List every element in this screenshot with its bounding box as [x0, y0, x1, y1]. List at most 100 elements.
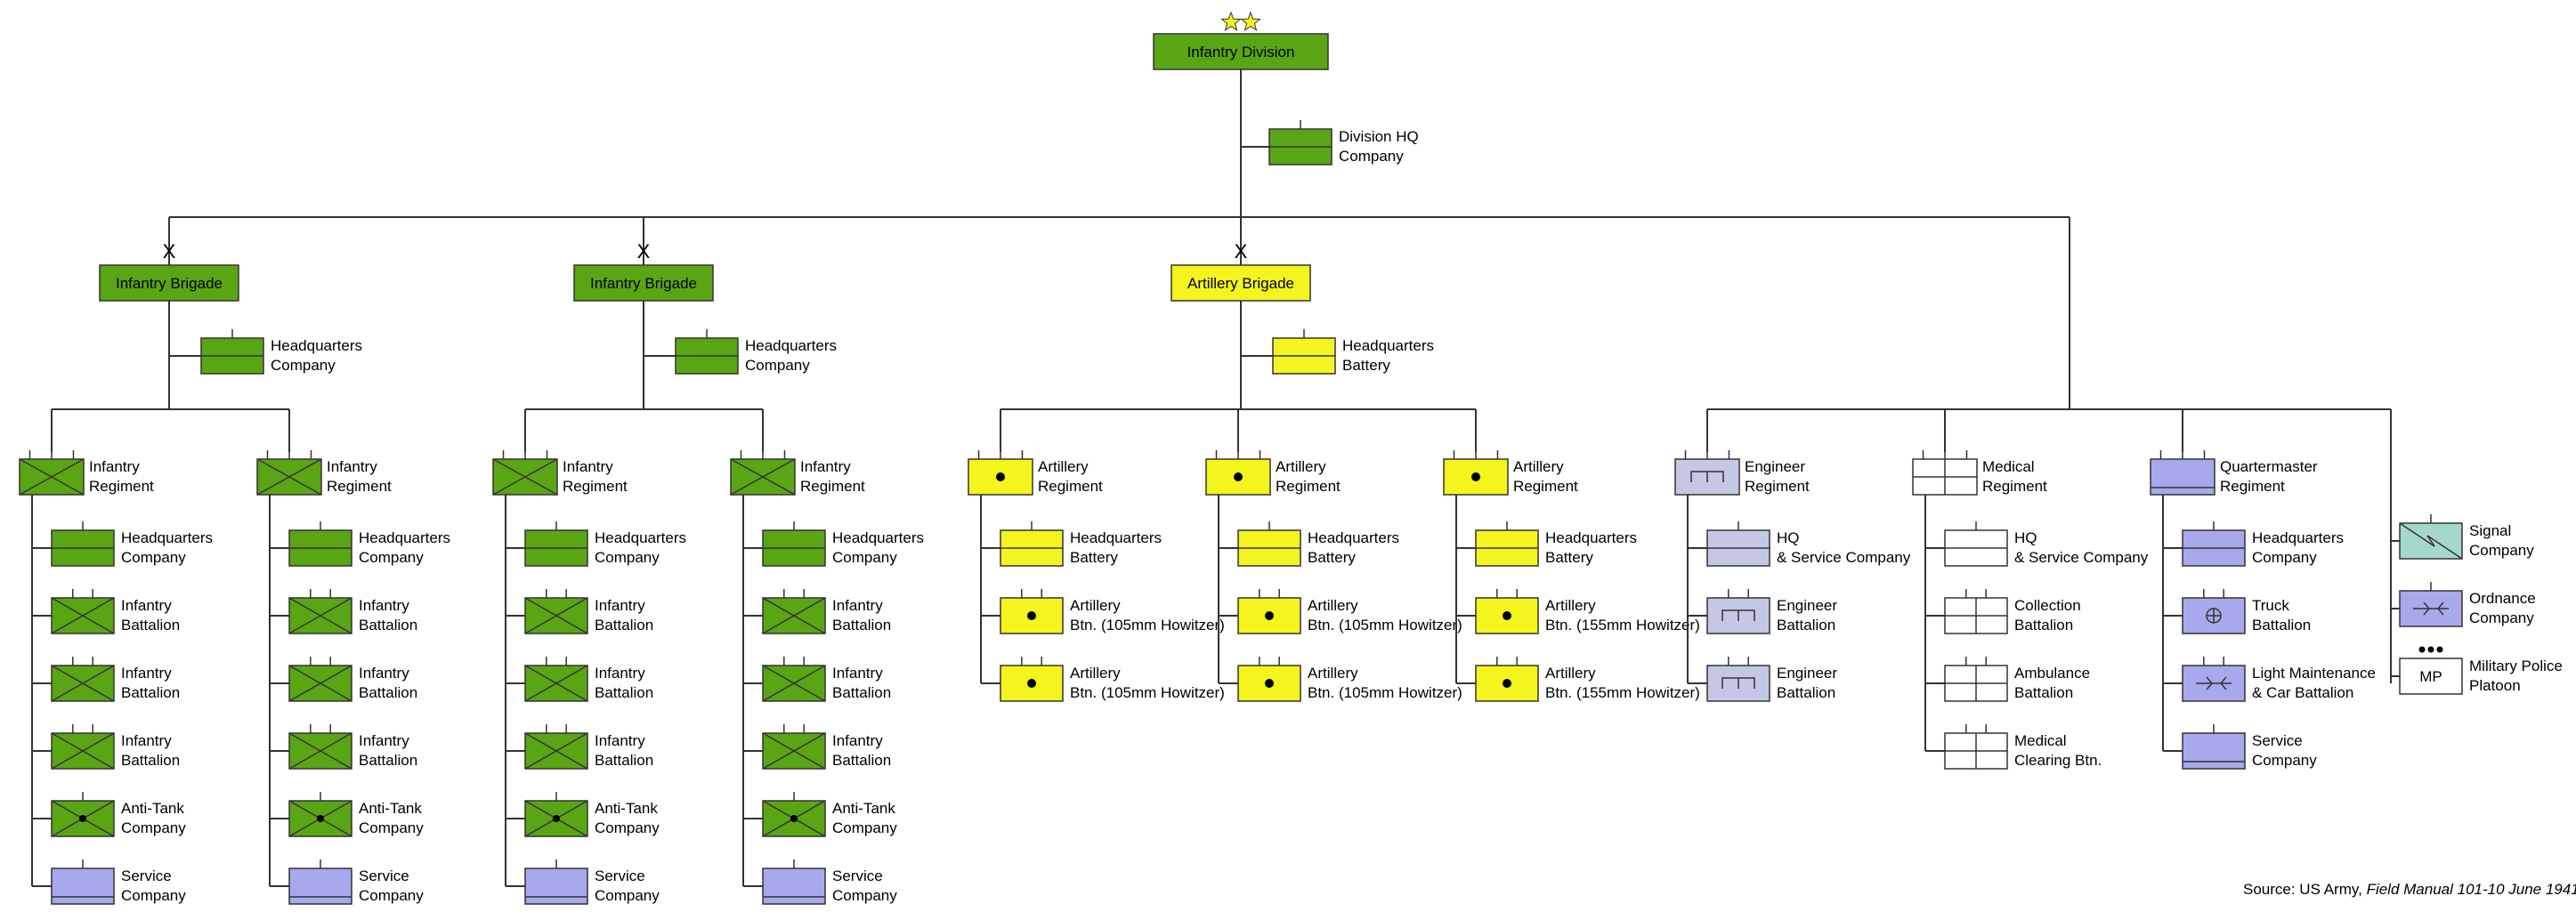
subunit-symbol: [1000, 657, 1064, 702]
subunit-line2: Battalion: [832, 684, 891, 701]
support-regiment-line1: Engineer: [1745, 458, 1805, 475]
subunit-line2: Battalion: [832, 617, 891, 634]
subunit-symbol: [51, 657, 115, 702]
subunit-symbol: [288, 859, 352, 905]
subunit-line2: Btn. (105mm Howitzer): [1070, 684, 1225, 701]
subunit-symbol: [288, 589, 352, 634]
infantry-icon: [256, 458, 322, 496]
source-caption: Source: US Army, Field Manual 101-10 Jun…: [2243, 881, 2576, 899]
subunit-line1: Infantry: [595, 597, 645, 614]
infantry-icon: [51, 665, 115, 702]
subunit-line2: Company: [595, 819, 660, 836]
subunit-symbol: [762, 859, 826, 905]
brigade-label: Infantry Brigade: [590, 275, 697, 292]
subunit-symbol: [762, 589, 826, 634]
artillery-icon: [996, 472, 1005, 481]
subunit-symbol: [1944, 589, 2008, 634]
subunit-symbol: [524, 792, 588, 837]
brigade-hq-line2: Battery: [1342, 357, 1390, 374]
regiment-line2: Regiment: [800, 478, 865, 495]
subunit-line1: Infantry: [359, 597, 409, 614]
infantry-icon: [19, 458, 85, 496]
subunit-line1: Anti-Tank: [359, 800, 422, 817]
subunit-symbol: [1944, 724, 2008, 770]
subunit-line2: Company: [832, 819, 897, 836]
infantry-icon: [288, 665, 352, 702]
subunit-line2: & Service Company: [1777, 549, 1911, 566]
support-regiment-line2: Regiment: [2220, 478, 2285, 495]
division-label: Infantry Division: [1187, 44, 1295, 61]
subunit-line2: Battalion: [359, 752, 417, 769]
subunit-symbol: [524, 521, 588, 567]
subunit-line2: Battalion: [595, 617, 653, 634]
subunit-line1: Headquarters: [1308, 529, 1399, 546]
subunit-line1: Headquarters: [832, 529, 924, 546]
subunit-line1: Headquarters: [121, 529, 213, 546]
regiment-symbol: [968, 450, 1033, 496]
subunit-symbol: [1000, 589, 1064, 634]
subunit-line2: Battalion: [832, 752, 891, 769]
subunit-line2: Battery: [1070, 549, 1118, 566]
engineer-icon: [1721, 677, 1755, 689]
division-hq-line1: Division HQ: [1339, 128, 1419, 145]
brigade-hq-symbol: [675, 329, 739, 375]
infantry-icon: [762, 665, 826, 702]
subunit-symbol: [1475, 657, 1539, 702]
subunit-line2: Battalion: [2252, 617, 2311, 634]
infantry-icon: [288, 732, 352, 770]
artillery-icon: [1265, 611, 1274, 620]
subunit-line1: Collection: [2014, 597, 2081, 614]
echelon-dot: [2418, 646, 2426, 653]
artillery-icon: [1503, 679, 1511, 688]
support-regiment-line1: Quartermaster: [2220, 458, 2318, 475]
subunit-symbol: [1706, 657, 1770, 702]
regiment-symbol: [1205, 450, 1271, 496]
subunit-line1: Anti-Tank: [595, 800, 658, 817]
subunit-line2: Clearing Btn.: [2014, 752, 2102, 769]
subunit-symbol: [51, 724, 115, 770]
subunit-line2: Company: [2252, 549, 2317, 566]
echelon-x: X: [637, 240, 651, 262]
unit-box: [2150, 458, 2216, 496]
subunit-line1: Light Maintenance: [2252, 665, 2376, 682]
subunit-line2: Battalion: [1777, 684, 1835, 701]
infantry-icon: [524, 732, 588, 770]
infantry-icon: [51, 597, 115, 634]
star-icon: [1240, 11, 1261, 32]
brigade-hq-line1: Headquarters: [1342, 337, 1434, 354]
subunit-line1: Headquarters: [595, 529, 686, 546]
regiment-line1: Artillery: [1276, 458, 1326, 475]
subunit-symbol: [524, 859, 588, 905]
subunit-line2: Company: [832, 549, 897, 566]
brigade-hq-line2: Company: [745, 357, 810, 374]
signal-icon: [2399, 522, 2463, 560]
subunit-line2: Battalion: [2014, 617, 2073, 634]
subunit-symbol: [524, 657, 588, 702]
brigade-hq-line1: Headquarters: [745, 337, 837, 354]
regiment-symbol: [256, 450, 322, 496]
regiment-line1: Infantry: [563, 458, 613, 475]
company-line2: Platoon: [2469, 677, 2521, 694]
subunit-line1: Infantry: [121, 665, 172, 682]
support-regiment-symbol: [1912, 450, 1978, 496]
subunit-line1: Artillery: [1308, 597, 1358, 614]
subunit-symbol: [1706, 589, 1770, 634]
subunit-line1: Service: [2252, 732, 2303, 749]
subunit-line1: Service: [595, 868, 645, 884]
subunit-line1: Engineer: [1777, 665, 1837, 682]
unit-box: [762, 868, 826, 905]
subunit-line1: HQ: [1777, 529, 1800, 546]
brigade-hq-symbol: [200, 329, 264, 375]
company-symbol: MP: [2399, 646, 2463, 695]
subunit-symbol: [1944, 521, 2008, 567]
subunit-line2: Battalion: [121, 617, 180, 634]
regiment-symbol: [19, 450, 85, 496]
subunit-symbol: [762, 657, 826, 702]
dot-icon: [553, 815, 560, 822]
brigade-label: Artillery Brigade: [1187, 275, 1294, 292]
subunit-symbol: [1706, 521, 1770, 567]
regiment-symbol: [1443, 450, 1509, 496]
regiment-line2: Regiment: [1513, 478, 1578, 495]
subunit-symbol: [1237, 521, 1301, 567]
regiment-line1: Artillery: [1513, 458, 1564, 475]
